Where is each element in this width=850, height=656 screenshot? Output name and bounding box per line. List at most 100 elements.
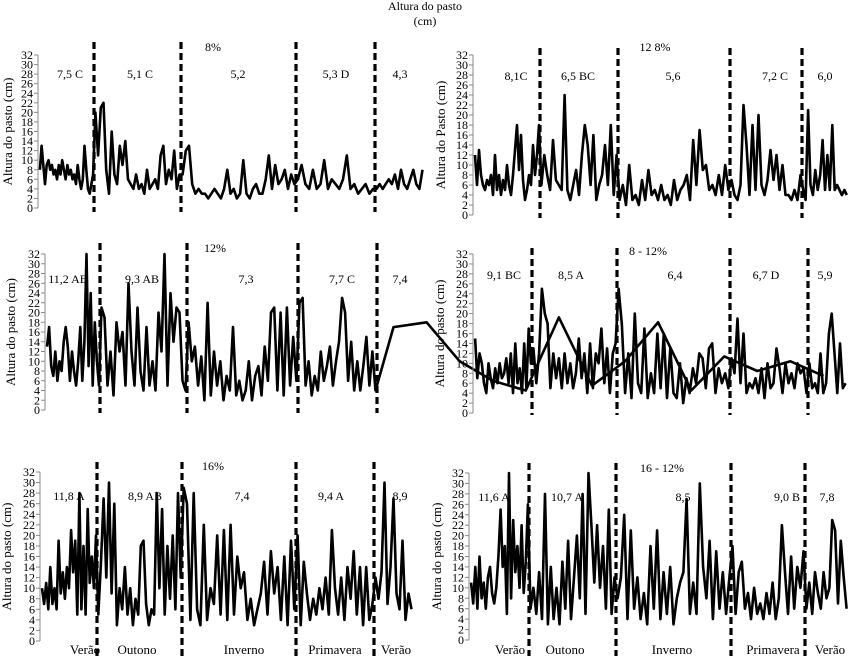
y-tick-label: 2	[29, 623, 35, 637]
y-tick-label: 6	[462, 376, 468, 390]
y-tick-label: 24	[23, 507, 35, 521]
season-label: Verão	[815, 642, 845, 656]
y-tick-label: 20	[21, 105, 33, 119]
y-tick-label: 2	[462, 396, 468, 410]
period-mean-label: 8,9	[393, 489, 408, 503]
panel-title: 12 8%	[640, 40, 671, 54]
y-tick-label: 12	[28, 345, 40, 359]
y-tick-label: 12	[23, 571, 35, 585]
y-tick-label: 6	[458, 602, 464, 616]
y-tick-label: 20	[456, 307, 468, 321]
period-mean-label: 7,5 C	[57, 67, 83, 81]
y-tick-label: 12	[452, 570, 464, 584]
y-tick-label: 32	[21, 48, 33, 62]
y-tick-label: 26	[452, 497, 464, 511]
season-label: Inverno	[652, 642, 692, 656]
y-tick-label: 0	[34, 403, 40, 417]
y-tick-label: 4	[27, 182, 33, 196]
period-mean-label: 10,7 A	[551, 490, 583, 504]
y-tick-label: 18	[456, 118, 468, 132]
y-tick-label: 8	[462, 168, 468, 182]
y-tick-label: 10	[28, 354, 40, 368]
y-tick-label: 18	[21, 115, 33, 129]
period-mean-label: 11,6 A	[478, 490, 510, 504]
season-label: Outono	[546, 642, 585, 656]
y-tick-label: 30	[456, 257, 468, 271]
y-tick-label: 28	[456, 267, 468, 281]
y-tick-label: 24	[21, 86, 33, 100]
y-tick-label: 6	[29, 602, 35, 616]
period-mean-label: 8,9 AB	[128, 489, 162, 503]
y-tick-label: 10	[456, 158, 468, 172]
panel-title: 16%	[202, 459, 224, 473]
period-mean-label: 4,3	[393, 67, 408, 81]
season-label: Verão	[381, 642, 411, 656]
grass-height-line	[473, 287, 847, 405]
y-tick-label: 20	[456, 108, 468, 122]
grass-height-line	[40, 481, 413, 627]
y-tick-label: 2	[34, 393, 40, 407]
y-tick-label: 14	[452, 560, 464, 574]
y-tick-label: 4	[34, 384, 40, 398]
y-axis-label: Altura do pasto (cm)	[429, 503, 444, 611]
y-tick-label: 2	[27, 191, 33, 205]
y-tick-label: 0	[29, 634, 35, 648]
y-tick-label: 28	[456, 68, 468, 82]
period-mean-label: 6,4	[668, 268, 683, 282]
y-tick-label: 32	[456, 48, 468, 62]
y-tick-label: 24	[28, 286, 40, 300]
y-tick-label: 16	[456, 128, 468, 142]
season-label: Primavera	[308, 642, 362, 656]
y-tick-label: 6	[34, 374, 40, 388]
period-mean-label: 6,7 D	[753, 268, 780, 282]
y-tick-label: 22	[21, 96, 33, 110]
y-tick-label: 30	[452, 476, 464, 490]
panel-title: 16 - 12%	[640, 461, 684, 475]
y-tick-label: 28	[28, 267, 40, 281]
y-tick-label: 0	[462, 406, 468, 420]
figure-title-line1: Altura do pasto	[388, 0, 462, 13]
y-tick-label: 0	[458, 633, 464, 647]
y-tick-label: 0	[462, 208, 468, 222]
y-tick-label: 32	[23, 465, 35, 479]
y-tick-label: 26	[28, 276, 40, 290]
period-mean-label: 8,1C	[504, 69, 527, 83]
y-tick-label: 26	[456, 277, 468, 291]
y-tick-label: 16	[23, 550, 35, 564]
panel-title: 8 - 12%	[629, 244, 667, 258]
y-tick-label: 4	[462, 386, 468, 400]
y-axis-label: Altura do pasto (cm)	[3, 278, 18, 386]
figure-title-line2: (cm)	[413, 14, 437, 28]
y-tick-label: 16	[28, 325, 40, 339]
y-tick-label: 8	[34, 364, 40, 378]
y-tick-label: 10	[21, 153, 33, 167]
y-tick-label: 18	[456, 317, 468, 331]
period-mean-label: 7,8	[820, 490, 835, 504]
period-mean-label: 5,1 C	[127, 67, 153, 81]
y-tick-label: 10	[452, 581, 464, 595]
grass-height-line	[45, 252, 825, 402]
y-axis-label: Altura do pasto (cm)	[0, 78, 15, 186]
y-tick-label: 26	[23, 497, 35, 511]
season-label: Primavera	[746, 642, 800, 656]
season-label: Verão	[495, 642, 525, 656]
y-tick-label: 14	[23, 560, 35, 574]
y-tick-label: 20	[23, 528, 35, 542]
y-tick-label: 30	[21, 58, 33, 72]
y-tick-label: 12	[456, 346, 468, 360]
period-mean-label: 8,5	[676, 490, 691, 504]
y-tick-label: 16	[21, 125, 33, 139]
y-axis-label: Altura do pasto (cm)	[0, 503, 14, 611]
panel-title: 12%	[204, 241, 226, 255]
grass-height-line	[469, 471, 848, 626]
y-tick-label: 14	[456, 138, 468, 152]
y-tick-label: 28	[21, 67, 33, 81]
y-tick-label: 20	[28, 306, 40, 320]
y-tick-label: 8	[27, 163, 33, 177]
y-tick-label: 18	[28, 315, 40, 329]
period-mean-label: 5,3 D	[323, 67, 350, 81]
y-tick-label: 22	[456, 297, 468, 311]
period-mean-label: 7,2 C	[762, 69, 788, 83]
y-tick-label: 10	[23, 581, 35, 595]
y-tick-label: 8	[462, 366, 468, 380]
